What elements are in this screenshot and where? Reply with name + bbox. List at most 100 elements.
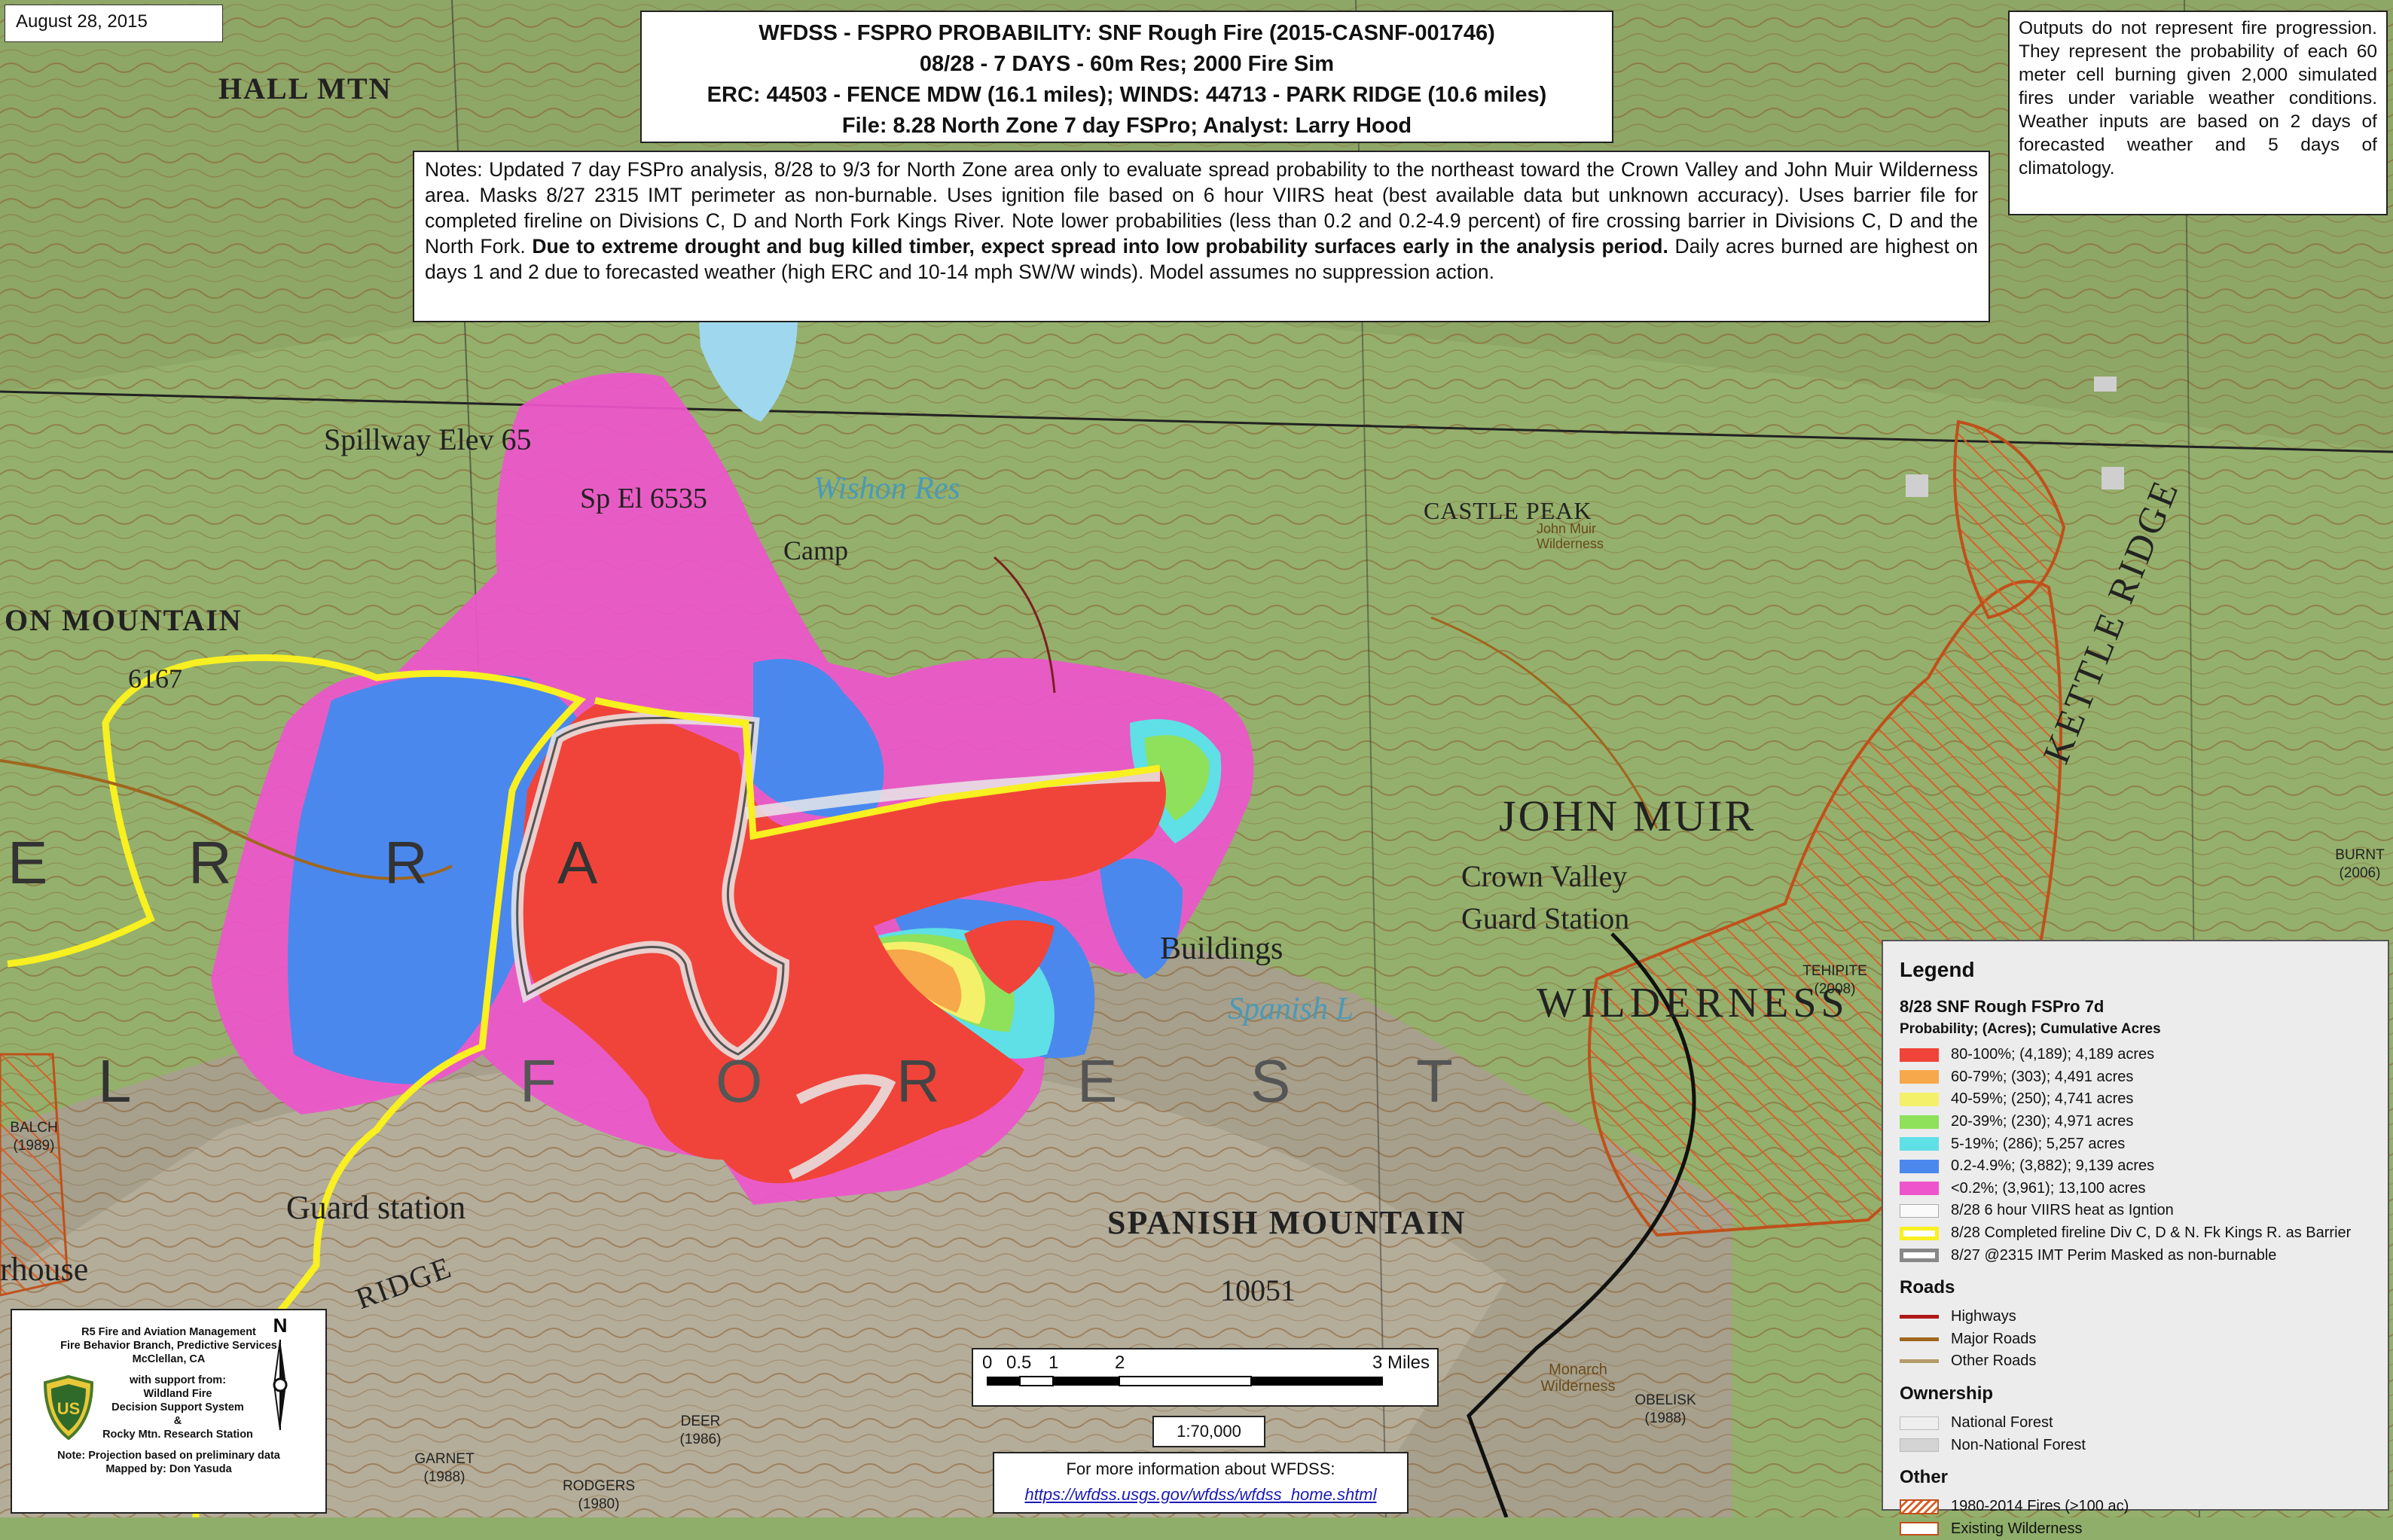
legend-row-ownership: National Forest — [1900, 1412, 2371, 1435]
credit-line: Wildland Fire — [102, 1387, 253, 1401]
label-spanish-mountain: SPANISH MOUNTAIN — [1107, 1203, 1467, 1242]
legend-label: 8/28 6 hour VIIRS heat as Igntion — [1951, 1202, 2174, 1219]
svg-text:US: US — [57, 1399, 81, 1418]
label-burnt: BURNT (2006) — [2333, 846, 2386, 883]
label-forest-letter: E — [8, 828, 47, 898]
credit-block: R5 Fire and Aviation Management Fire Beh… — [11, 1309, 327, 1514]
legend-label: <0.2%; (3,961); 13,100 acres — [1951, 1180, 2146, 1197]
label-sp-el: Sp El 6535 — [580, 482, 707, 515]
legend-label: Existing Wilderness — [1951, 1520, 2083, 1538]
credit-line: with support from: — [102, 1374, 253, 1387]
title-line-3: ERC: 44503 - FENCE MDW (16.1 miles); WIN… — [642, 80, 1612, 111]
legend-label: 40-59%; (250); 4,741 acres — [1951, 1090, 2133, 1108]
title-line-1: WFDSS - FSPRO PROBABILITY: SNF Rough Fir… — [642, 18, 1612, 49]
swatch — [1900, 1416, 1939, 1430]
scale-tick: 0.5 — [1006, 1352, 1031, 1374]
notes-text-bold: Due to extreme drought and bug killed ti… — [532, 235, 1668, 258]
legend-row-prob: <0.2%; (3,961); 13,100 acres — [1900, 1178, 2371, 1200]
legend-row-barrier: 8/28 Completed fireline Div C, D & N. Fk… — [1900, 1222, 2371, 1245]
legend-label: Other Roads — [1951, 1352, 2036, 1370]
label-deer: DEER (1986) — [670, 1413, 731, 1449]
swatch-line — [1900, 1337, 1939, 1341]
swatch — [1900, 1137, 1939, 1151]
label-balch: BALCH (1989) — [8, 1119, 60, 1155]
label-buildings: Buildings — [1160, 931, 1283, 967]
swatch — [1900, 1093, 1939, 1106]
credit-line: & — [102, 1414, 253, 1428]
credit-note: Mapped by: Don Yasuda — [12, 1462, 325, 1476]
legend-label: 0.2-4.9%; (3,882); 9,139 acres — [1951, 1157, 2154, 1175]
legend-row-ownership: Non-National Forest — [1900, 1434, 2371, 1456]
legend-other-header: Other — [1900, 1467, 2371, 1488]
label-hall-mtn: HALL MTN — [218, 71, 392, 106]
swatch-barrier — [1900, 1227, 1939, 1240]
wfdss-info: For more information about WFDSS: https:… — [993, 1452, 1409, 1514]
swatch — [1900, 1070, 1939, 1084]
label-elev-10051: 10051 — [1220, 1273, 1296, 1308]
label-forest-letter: R — [188, 828, 232, 898]
label-obelisk: OBELISK (1988) — [1631, 1392, 1699, 1428]
usfs-shield-icon: US — [42, 1375, 95, 1440]
legend-row-prob: 0.2-4.9%; (3,882); 9,139 acres — [1900, 1155, 2371, 1178]
label-wishon: Wishon Res — [813, 471, 960, 507]
legend-roads-header: Roads — [1900, 1277, 2371, 1298]
credit-line: Decision Support System — [102, 1401, 253, 1414]
scale-tick: 2 — [1115, 1352, 1125, 1374]
scale-bar: 0 0.5 1 2 3 Miles — [972, 1348, 1439, 1407]
label-tehipite: TEHIPITE (2008) — [1797, 962, 1873, 999]
legend-title: Legend — [1900, 958, 2371, 982]
swatch — [1900, 1438, 1939, 1452]
legend-row-prob: 5-19%; (286); 5,257 acres — [1900, 1133, 2371, 1155]
swatch — [1900, 1048, 1939, 1062]
label-rodgers: RODGERS (1980) — [557, 1477, 640, 1514]
legend-subtitle: 8/28 SNF Rough FSPro 7d — [1900, 997, 2371, 1017]
legend-row-prob: 60-79%; (303); 4,491 acres — [1900, 1066, 2371, 1089]
title-line-4: File: 8.28 North Zone 7 day FSPro; Analy… — [642, 111, 1612, 142]
label-forest-letter: O — [716, 1047, 762, 1116]
label-spillway: Spillway Elev 65 — [324, 422, 532, 457]
swatch-line — [1900, 1315, 1939, 1319]
swatch-wilderness — [1900, 1522, 1939, 1535]
map-legend: Legend 8/28 SNF Rough FSPro 7d Probabili… — [1882, 940, 2389, 1511]
wfdss-link[interactable]: https://wfdss.usgs.gov/wfdss/wfdss_home.… — [1024, 1485, 1376, 1504]
scale-tick: 3 Miles — [1372, 1352, 1430, 1374]
map-date: August 28, 2015 — [5, 5, 223, 42]
swatch — [1900, 1182, 1939, 1195]
swatch — [1900, 1160, 1939, 1173]
legend-row-prob: 20-39%; (230); 4,971 acres — [1900, 1111, 2371, 1133]
legend-row-ignition: 8/28 6 hour VIIRS heat as Igntion — [1900, 1200, 2371, 1222]
analysis-notes: Notes: Updated 7 day FSPro analysis, 8/2… — [413, 151, 1990, 322]
legend-row-fires: 1980-2014 Fires (>100 ac) — [1900, 1496, 2371, 1518]
legend-label: 8/27 @2315 IMT Perim Masked as non-burna… — [1951, 1247, 2276, 1264]
label-forest-letter: L — [98, 1047, 132, 1116]
label-john-muir: JOHN MUIR — [1499, 791, 1756, 841]
swatch-line — [1900, 1359, 1939, 1363]
legend-label: Highways — [1951, 1308, 2016, 1325]
legend-label: 20-39%; (230); 4,971 acres — [1951, 1113, 2133, 1130]
swatch-ignition — [1900, 1204, 1939, 1218]
swatch-mask — [1900, 1249, 1939, 1262]
legend-label: Major Roads — [1951, 1331, 2036, 1348]
label-on-mountain: ON MOUNTAIN — [5, 602, 243, 638]
label-house: rhouse — [0, 1250, 88, 1288]
legend-row-road: Major Roads — [1900, 1328, 2371, 1351]
label-john-muir-wilderness: John Muir Wilderness — [1537, 521, 1627, 551]
label-forest-letter: F — [520, 1047, 557, 1116]
scale-tick: 1 — [1048, 1352, 1058, 1374]
label-forest-letter: T — [1416, 1047, 1453, 1116]
outputs-disclaimer: Outputs do not represent fire progressio… — [2008, 11, 2388, 215]
swatch-hatch — [1900, 1499, 1939, 1514]
swatch — [1900, 1115, 1939, 1129]
legend-row-road: Highways — [1900, 1306, 2371, 1328]
label-monarch: Monarch Wilderness — [1529, 1362, 1627, 1395]
map-title-block: WFDSS - FSPRO PROBABILITY: SNF Rough Fir… — [640, 11, 1613, 143]
title-line-2: 08/28 - 7 DAYS - 60m Res; 2000 Fire Sim — [642, 49, 1612, 80]
info-text: For more information about WFDSS: — [994, 1456, 1407, 1482]
scale-tick: 0 — [982, 1352, 992, 1374]
legend-row-prob: 40-59%; (250); 4,741 acres — [1900, 1088, 2371, 1111]
label-crown-valley: Crown Valley — [1461, 858, 1627, 894]
label-forest-letter: R — [896, 1047, 940, 1116]
label-elev-6167: 6167 — [128, 663, 182, 694]
label-garnet: GARNET (1988) — [407, 1450, 482, 1487]
legend-row-road: Other Roads — [1900, 1350, 2371, 1373]
